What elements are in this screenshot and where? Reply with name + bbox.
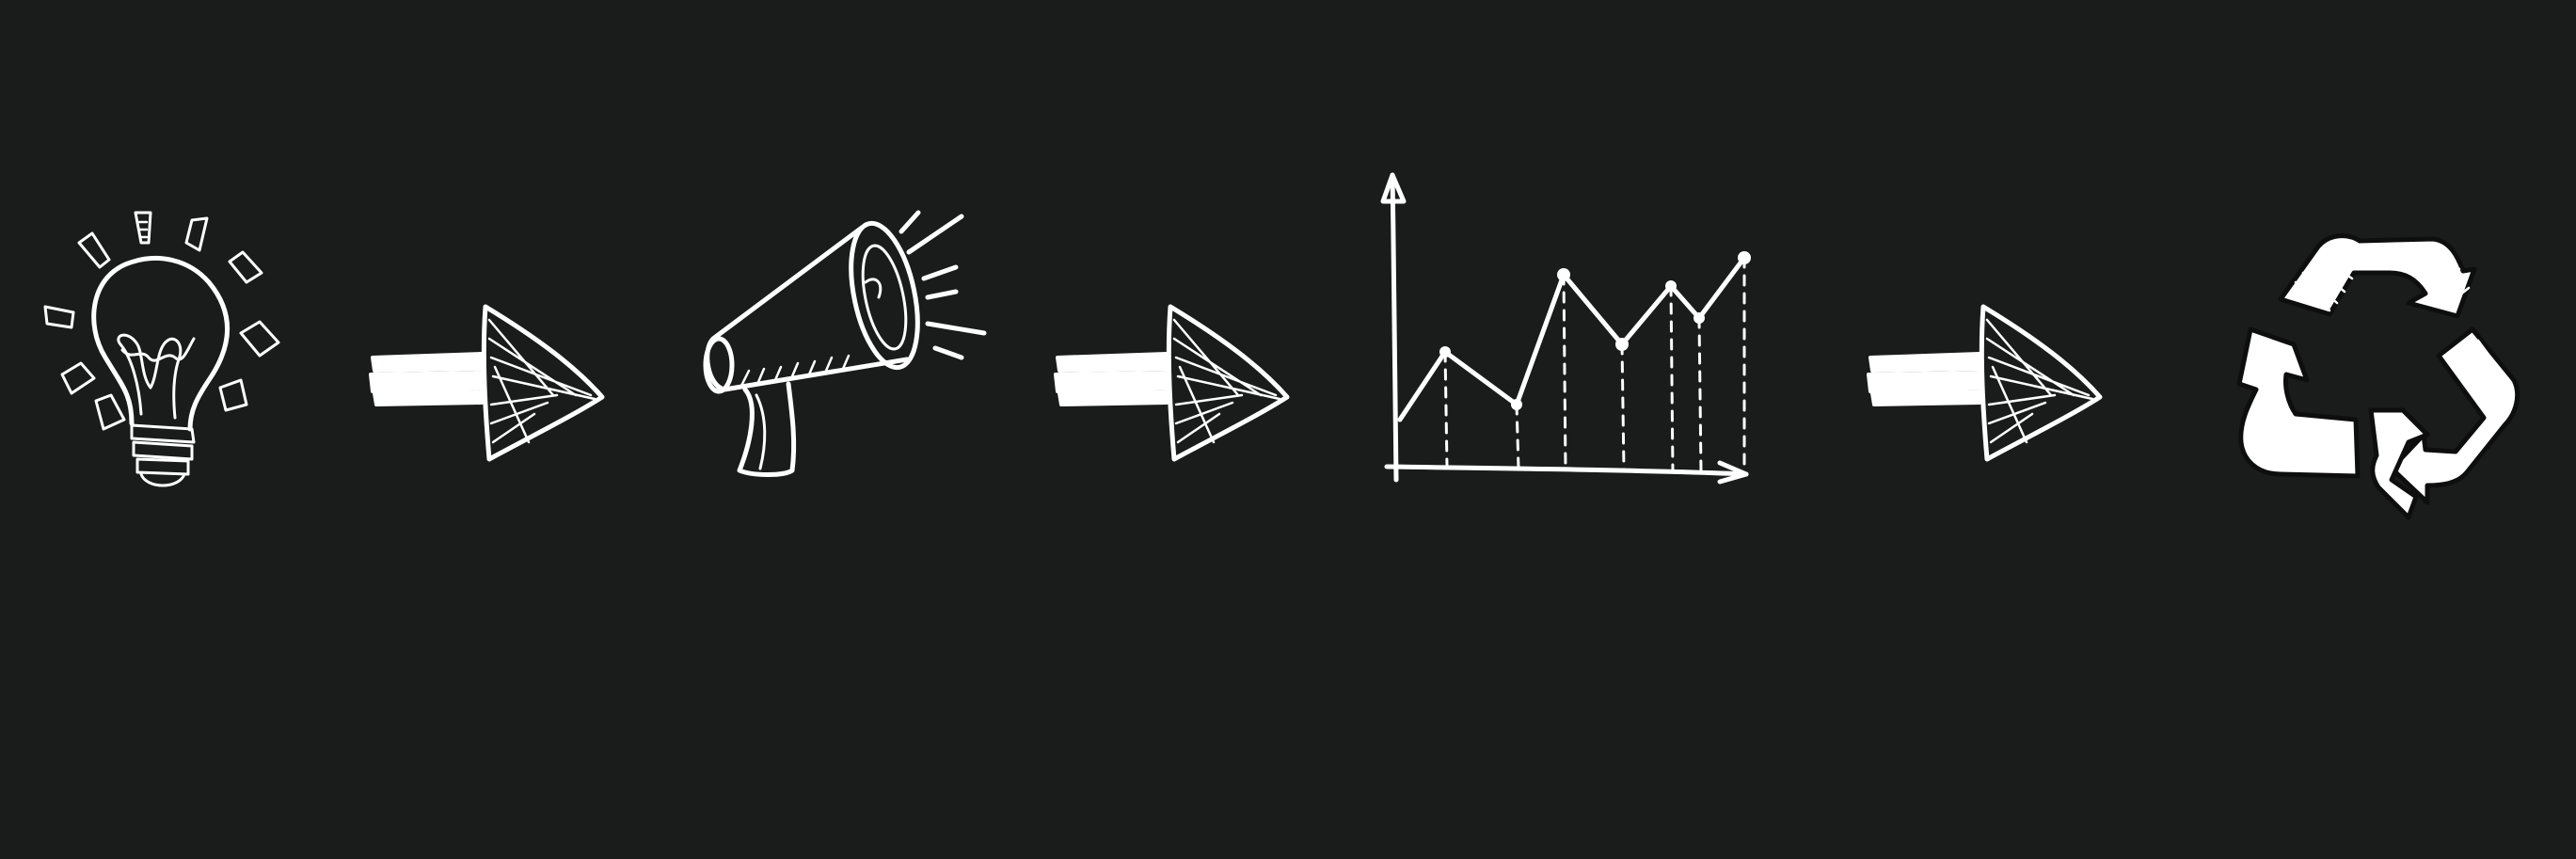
line-chart-icon bbox=[1380, 172, 1751, 485]
arrow-right-icon bbox=[1054, 304, 1290, 462]
arrow-right-icon bbox=[369, 304, 605, 462]
megaphone-icon bbox=[703, 210, 987, 477]
lightbulb-icon bbox=[43, 211, 280, 487]
recycle-icon bbox=[2236, 233, 2520, 520]
arrow-right-icon bbox=[1867, 304, 2103, 462]
